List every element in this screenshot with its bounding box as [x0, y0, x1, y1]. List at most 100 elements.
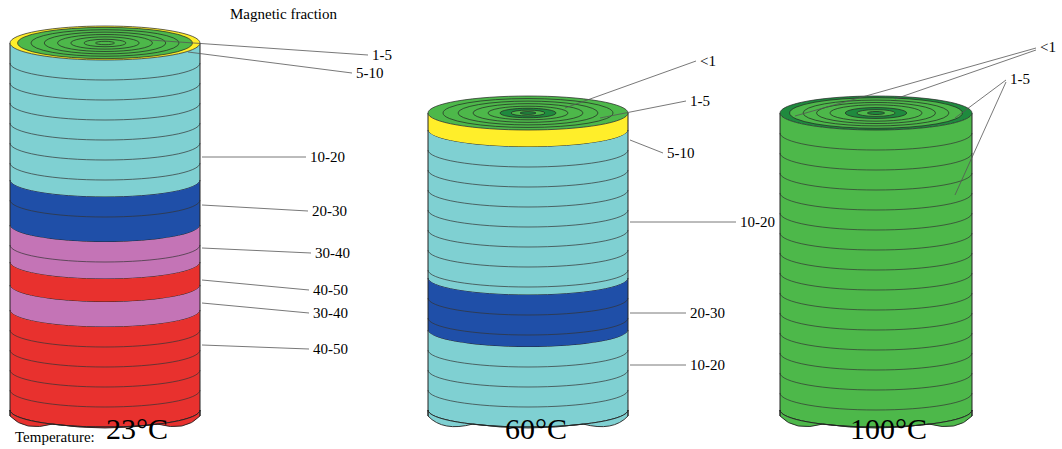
layer-line [428, 230, 628, 247]
layer-line [780, 353, 972, 370]
cylinder-side [780, 113, 781, 416]
layer-line [428, 250, 628, 267]
layer-line [10, 103, 200, 120]
fraction-band [10, 180, 200, 242]
layer-line [780, 133, 972, 150]
layer-line [428, 190, 628, 207]
layer-line [10, 163, 200, 180]
fraction-label: 1-5 [690, 93, 710, 110]
layer-line [780, 153, 972, 170]
fraction-band [10, 310, 200, 427]
fraction-label: 20-30 [690, 305, 725, 322]
top-ring [84, 39, 126, 46]
layer-line [780, 393, 972, 410]
top-ring [511, 110, 545, 116]
temperature-label: 60°C [505, 411, 567, 446]
band-edge [10, 410, 200, 427]
fraction-label: 40-50 [313, 341, 348, 358]
layer-line [780, 373, 972, 390]
layer-line [10, 63, 200, 80]
top-ring [830, 105, 922, 121]
layer-line [780, 213, 972, 230]
fraction-band [10, 262, 200, 302]
top-ring [857, 110, 895, 117]
sample-cylinder [10, 26, 200, 428]
layer-line [780, 193, 972, 210]
fraction-band [10, 225, 200, 279]
layer-line [780, 333, 972, 350]
top-ring [18, 27, 193, 58]
layer-line [780, 233, 972, 250]
layer-line [10, 390, 200, 407]
layer-line [10, 370, 200, 387]
top-ring [443, 99, 613, 128]
cylinder-base [10, 410, 200, 428]
top-ring [500, 108, 556, 118]
fraction-label: 5-10 [667, 145, 695, 162]
temperature-label: 100°C [850, 411, 927, 446]
fraction-band [428, 278, 628, 347]
fraction-label: 20-30 [312, 203, 347, 220]
layer-line [428, 318, 628, 335]
panel-heading: Magnetic fraction [230, 6, 337, 23]
fraction-label: 5-10 [356, 65, 384, 82]
layer-line [780, 313, 972, 330]
top-ring [10, 26, 200, 60]
layer-line [10, 330, 200, 347]
layer-line [780, 253, 972, 270]
top-ring [780, 96, 972, 130]
fraction-band [780, 113, 972, 427]
layer-line [10, 200, 200, 217]
temperature-label: 23°C [106, 411, 168, 446]
top-ring [790, 98, 963, 129]
top-ring [816, 102, 935, 123]
leader-lines [150, 40, 1036, 365]
top-ring [44, 32, 166, 54]
layer-line [10, 350, 200, 367]
fraction-label: <1 [1040, 39, 1056, 56]
top-ring [803, 100, 949, 126]
fraction-band [10, 43, 200, 197]
top-ring [867, 111, 884, 114]
layer-line [428, 170, 628, 187]
layer-line [10, 245, 200, 262]
top-ring [488, 106, 568, 120]
top-ring [845, 108, 906, 119]
top-ring [31, 30, 179, 57]
layer-line [428, 270, 628, 287]
cylinder-side [428, 113, 429, 416]
top-ring [58, 35, 153, 52]
cylinder-side [10, 43, 11, 416]
top-ring [428, 96, 628, 130]
fraction-label: 1-5 [1010, 71, 1030, 88]
layer-line [428, 370, 628, 387]
fraction-band [10, 285, 200, 327]
layer-line [428, 350, 628, 367]
fraction-label: 40-50 [313, 282, 348, 299]
fraction-label: 10-20 [310, 149, 345, 166]
layer-line [780, 293, 972, 310]
layer-line [428, 298, 628, 315]
fraction-label: 30-40 [313, 305, 348, 322]
cylinder-side [200, 43, 201, 416]
sample-cylinder [428, 96, 628, 428]
top-ring [473, 104, 583, 123]
layer-line [10, 123, 200, 140]
top-ring [458, 101, 598, 125]
axis-caption: Temperature: [15, 429, 95, 446]
layer-line [428, 390, 628, 407]
layer-line [10, 143, 200, 160]
layer-line [780, 273, 972, 290]
layer-line [10, 83, 200, 100]
layer-line [428, 210, 628, 227]
sample-cylinder [780, 96, 972, 428]
fraction-label: 1-5 [372, 47, 392, 64]
top-ring [71, 37, 139, 49]
fraction-label: 10-20 [740, 214, 775, 231]
fraction-label: 30-40 [315, 245, 350, 262]
layer-line [428, 150, 628, 167]
fraction-band [428, 130, 628, 295]
cylinder-side [628, 113, 629, 416]
